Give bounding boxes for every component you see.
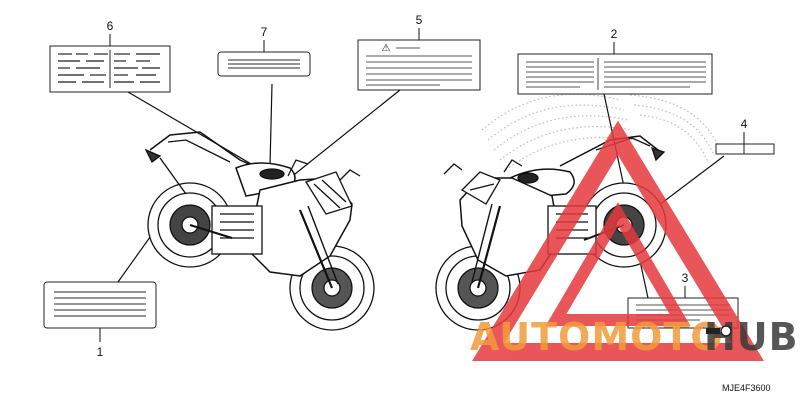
callout-1: 1 [97,345,104,359]
leader-line-5-to-bike [289,89,401,179]
callout-5: 5 [416,13,423,27]
diagram-code: MJE4F3600 [722,383,771,393]
callout-3: 3 [682,271,689,285]
label-7-sticker [217,51,311,77]
callout-6: 6 [107,19,114,33]
key-icon [706,325,732,337]
watermark-logo [472,120,764,361]
watermark-triangle-outer [472,120,764,361]
warning-icon: ⚠ [382,43,391,54]
leader-line-7-to-bike [269,83,273,167]
watermark-text: AUTOMOTO HUB [470,315,799,359]
watermark-text-dark: HUB [704,315,799,359]
watermark-triangle-inner [545,202,691,326]
callout-4: 4 [741,117,748,131]
label-2-sticker [517,53,713,95]
watermark-text-accent: AUTOMOTO [470,315,724,359]
callout-7: 7 [261,25,268,39]
label-5-sticker: ⚠ [357,39,481,91]
label-1-sticker [43,281,157,329]
motorcycle-right-side-view [144,131,375,331]
label-4-sticker [715,143,775,155]
leader-line-6-to-bike [127,91,259,169]
callout-2: 2 [611,27,618,41]
label-6-sticker [49,45,171,93]
